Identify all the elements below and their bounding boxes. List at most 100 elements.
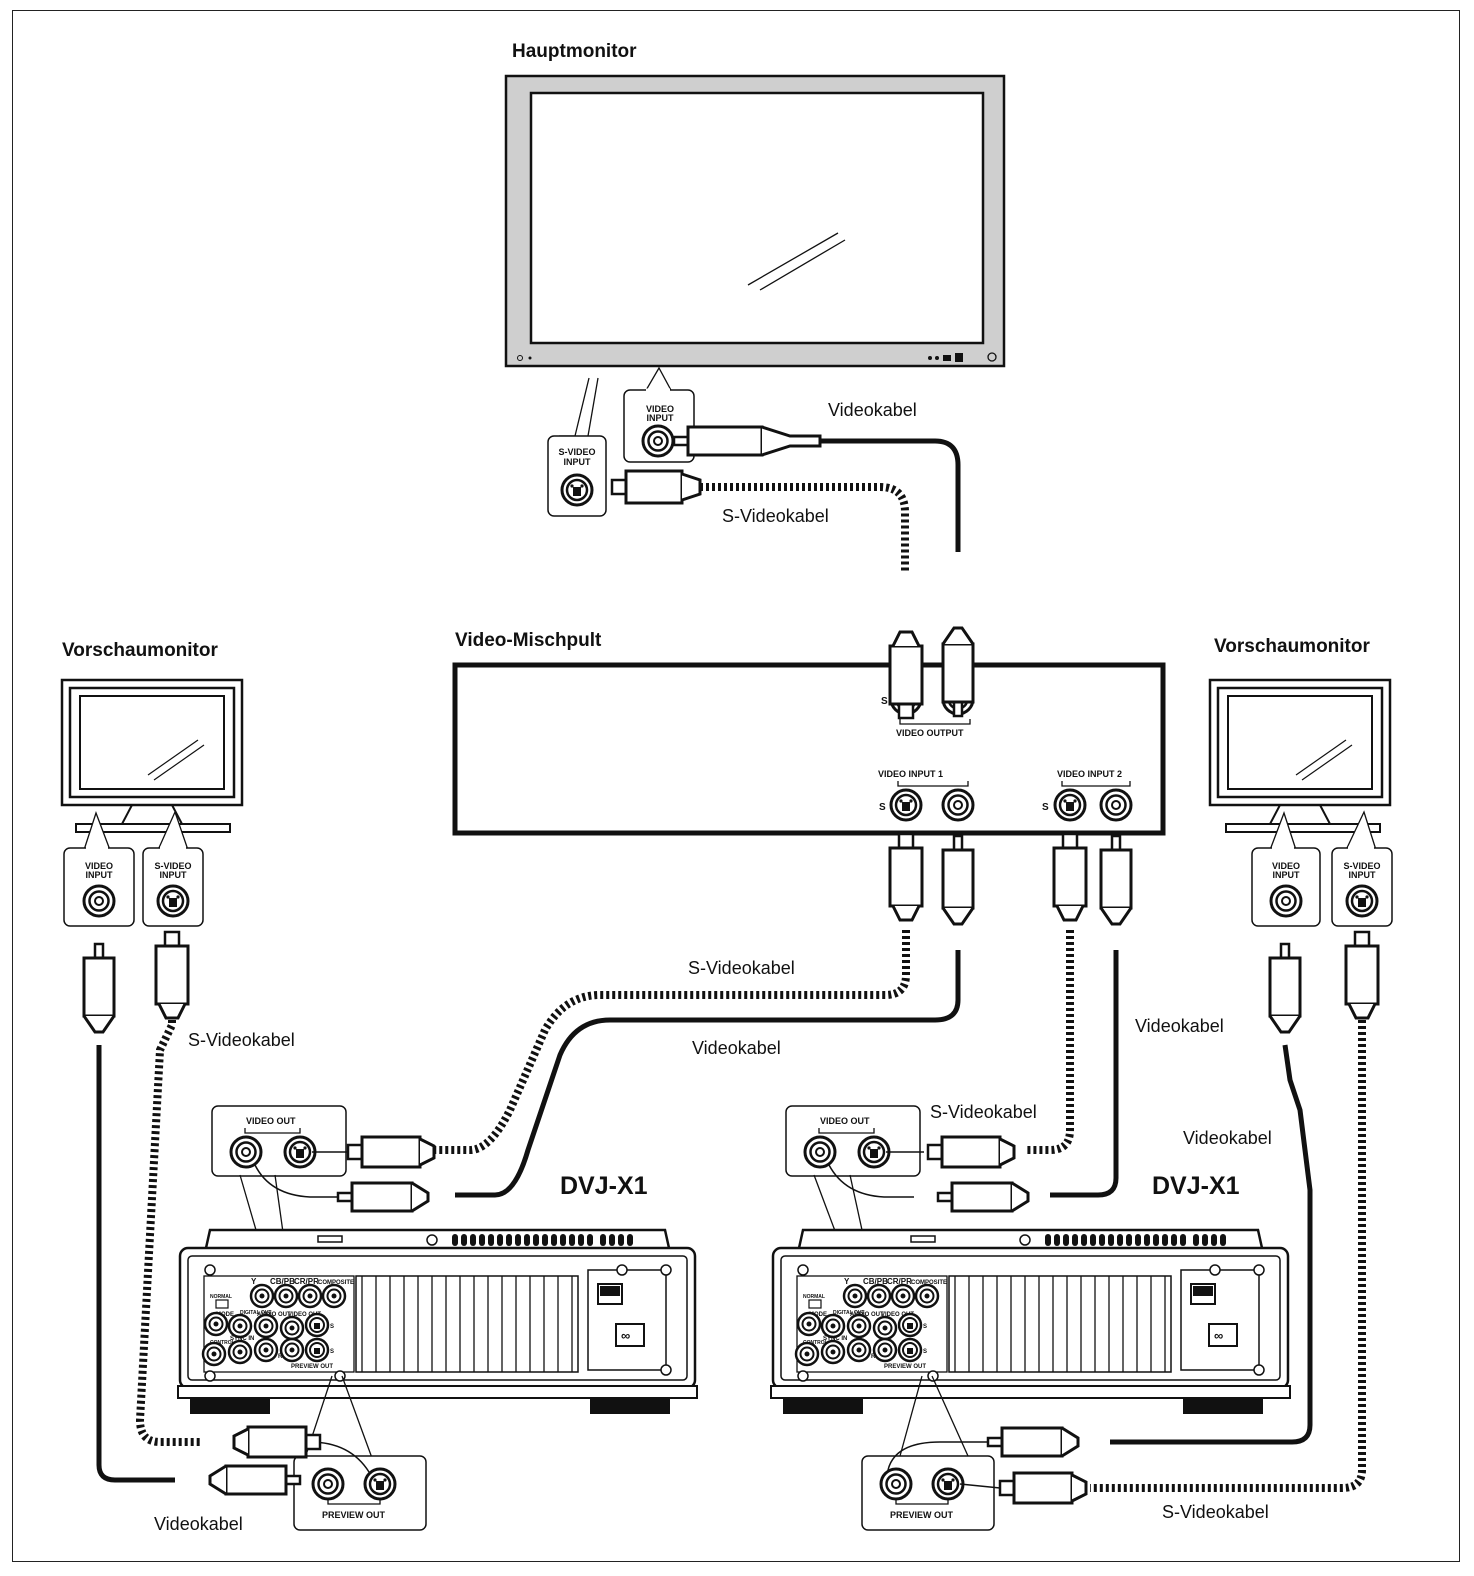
diagram-frame: [12, 10, 1460, 1562]
plug-svideo-left-preview-out: [232, 1425, 322, 1459]
cable-svideo-preview-left: [135, 1020, 200, 1446]
svg-text:∞: ∞: [621, 1328, 630, 1343]
right-video-input-label-1: VIDEO: [1272, 861, 1300, 871]
right-preview-out-callout: PREVIEW OUT: [861, 1441, 1001, 1531]
cable-label-svideo-right-dvj: S-Videokabel: [930, 1102, 1037, 1122]
main-svideo-input-jack: [560, 473, 594, 507]
right-video-input-jack: [1269, 884, 1303, 918]
cable-svideo-main: [700, 483, 909, 572]
cable-video-mixer-left: [455, 950, 961, 1198]
callout-pointer-left-svideo: [157, 810, 189, 851]
mixer-input1-video-jack: [941, 788, 975, 822]
left-video-input-callout: VIDEO INPUT: [63, 846, 135, 927]
right-svideo-input-jack: [1345, 884, 1379, 918]
mixer-input1-s-label: S: [879, 802, 886, 813]
left-preview-out-label: PREVIEW OUT: [322, 1510, 386, 1520]
cable-label-svideo-mid: S-Videokabel: [688, 958, 795, 978]
cable-label-svideo-right-bottom: S-Videokabel: [1162, 1502, 1269, 1522]
video-mixer: S VIDEO OUTPUT VIDEO INPUT 1 S VIDEO INP…: [452, 662, 1166, 836]
cable-label-video-left-bottom: Videokabel: [154, 1514, 243, 1534]
right-video-input-label-2: INPUT: [1273, 870, 1301, 880]
main-video-input-callout: VIDEO INPUT: [623, 388, 695, 463]
mixer-input2-label: VIDEO INPUT 2: [1057, 769, 1122, 779]
cable-video-preview-right: [1110, 1044, 1313, 1445]
plug-video-right-preview-out: [986, 1426, 1080, 1458]
preview-monitor-left-title: Vorschaumonitor: [62, 640, 218, 661]
left-dvj-video-out-rca: [229, 1135, 263, 1169]
right-dvj-video-out-s: [857, 1135, 891, 1169]
left-video-input-label-1: VIDEO: [85, 861, 113, 871]
plug-video-right-dvj: [936, 1181, 1030, 1213]
rear-cb-label: CB/PB: [270, 1277, 295, 1286]
main-svideo-input-label-2: INPUT: [564, 457, 592, 467]
plug-svideo-left-dvj: [346, 1135, 436, 1169]
plug-video-preview-left: [82, 942, 116, 1034]
main-monitor: [504, 74, 1006, 368]
preview-monitor-left: [60, 678, 244, 833]
preview-monitor-right-title: Vorschaumonitor: [1214, 636, 1370, 657]
right-dvj-video-out-callout: VIDEO OUT: [785, 1105, 924, 1198]
callout-pointer-svideo: [559, 377, 590, 437]
cable-label-svideo-main: S-Videokabel: [722, 506, 829, 526]
right-video-input-callout: VIDEO INPUT: [1251, 846, 1321, 927]
cable-video-mixer-right: [1050, 950, 1119, 1198]
rear-preview-out-label: PREVIEW OUT: [291, 1364, 333, 1370]
right-preview-out-s: [931, 1467, 965, 1501]
main-svideo-input-callout: S-VIDEO INPUT: [547, 435, 607, 517]
callout-pointer-right-video: [1269, 811, 1297, 851]
dvj-right-title: DVJ-X1: [1152, 1172, 1240, 1200]
cable-video-preview-left: [96, 1045, 175, 1483]
main-svideo-input-label-1: S-VIDEO: [558, 447, 595, 457]
mixer-input2-s-jack: [1053, 788, 1087, 822]
plug-svideo-right-preview-out: [998, 1471, 1088, 1505]
cable-label-video-right-mid: Videokabel: [1135, 1016, 1224, 1036]
mixer-input2-s-label: S: [1042, 802, 1049, 813]
mixer-input1-s-jack: [889, 788, 923, 822]
rear-video-out-label: VIDEO OUT: [288, 1312, 321, 1318]
plug-svideo-main-monitor: [610, 469, 702, 505]
left-dvj-video-out-label: VIDEO OUT: [246, 1116, 296, 1126]
rear-mode-label: MODE: [216, 1312, 234, 1318]
main-video-input-jack: [641, 424, 675, 458]
left-svideo-input-label-1: S-VIDEO: [154, 861, 191, 871]
rear-control-label: CONTROL: [210, 1340, 235, 1346]
dvj-x1-right: [771, 1230, 1290, 1414]
rear-digital-out-label: DIGITAL OUT: [240, 1310, 271, 1316]
rear-y-label: Y: [251, 1277, 257, 1286]
plug-video-mixer-output: [941, 626, 975, 718]
plug-video-left-preview-out: [208, 1464, 302, 1496]
plug-svideo-mixer-input1: [888, 832, 924, 922]
mixer-title: Video-Mischpult: [455, 630, 602, 651]
cable-svideo-mixer-right: [1025, 930, 1074, 1154]
rear-cr-label: CR/PR: [294, 1277, 319, 1286]
left-preview-out-rca: [311, 1467, 345, 1501]
preview-monitor-right: [1208, 678, 1392, 833]
main-monitor-title: Hauptmonitor: [512, 41, 637, 62]
left-dvj-video-out-s: [283, 1135, 317, 1169]
left-svideo-input-jack: [156, 884, 190, 918]
cable-video-main: [820, 438, 961, 552]
left-video-input-label-2: INPUT: [86, 870, 114, 880]
left-preview-out-s: [363, 1467, 397, 1501]
cable-label-svideo-left: S-Videokabel: [188, 1030, 295, 1050]
cable-label-video-mid: Videokabel: [692, 1038, 781, 1058]
plug-video-mixer-input1: [941, 834, 975, 926]
plug-svideo-preview-left: [154, 930, 190, 1020]
plug-svideo-mixer-output: [888, 630, 924, 720]
cable-svideo-mixer-left: [430, 930, 910, 1154]
rear-normal-label: NORMAL: [210, 1294, 232, 1300]
plug-video-left-dvj: [336, 1181, 430, 1213]
mixer-video-output-label: VIDEO OUTPUT: [896, 728, 964, 738]
main-video-input-label-2: INPUT: [647, 413, 675, 423]
left-svideo-input-label-2: INPUT: [160, 870, 188, 880]
cable-label-video-right: Videokabel: [1183, 1128, 1272, 1148]
right-svideo-input-label-1: S-VIDEO: [1343, 861, 1380, 871]
rear-r-label: R: [278, 1354, 283, 1360]
plug-video-main-monitor: [672, 425, 822, 457]
plug-svideo-preview-right: [1344, 930, 1380, 1020]
callout-pointer-right-svideo: [1345, 810, 1377, 851]
right-svideo-input-label-2: INPUT: [1349, 870, 1377, 880]
right-preview-out-label: PREVIEW OUT: [890, 1510, 954, 1520]
